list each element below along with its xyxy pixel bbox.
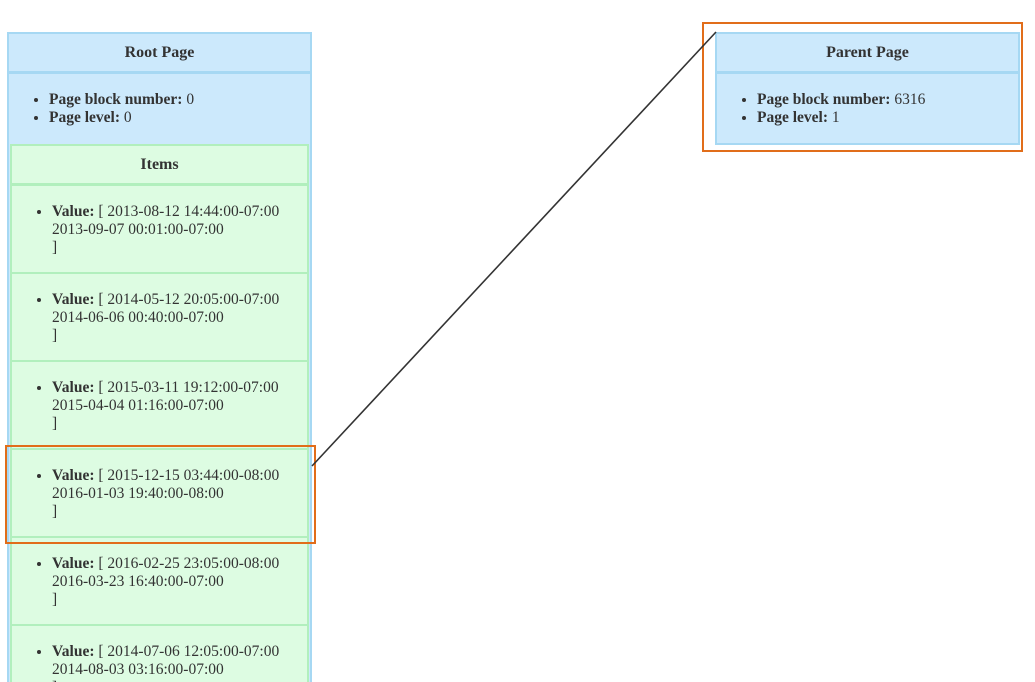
value-line-2: 2016-03-23 16:40:00-07:00 — [52, 573, 224, 590]
value-label: Value: — [52, 467, 95, 484]
value-line-3: ] — [52, 239, 58, 256]
item-0[interactable]: Value: [ 2013-08-12 14:44:00-07:002013-0… — [12, 186, 307, 274]
value-line-2: 2013-09-07 00:01:00-07:00 — [52, 221, 224, 238]
item-value: Value: [ 2015-03-11 19:12:00-07:002015-0… — [52, 379, 307, 433]
value-line-2: 2014-08-03 03:16:00-07:00 — [52, 661, 224, 678]
value-label: Value: — [52, 555, 95, 572]
items-header: Items — [12, 146, 307, 186]
level-label: Page level: — [49, 109, 121, 126]
value-line-2: 2015-04-04 01:16:00-07:00 — [52, 397, 224, 414]
item-value: Value: [ 2015-12-15 03:44:00-08:002016-0… — [52, 467, 307, 521]
root-page-level: Page level: 0 — [49, 109, 310, 127]
value-line-1: [ 2013-08-12 14:44:00-07:00 — [98, 203, 280, 220]
value-line-3: ] — [52, 679, 57, 682]
item-value: Value: [ 2013-08-12 14:44:00-07:002013-0… — [52, 203, 307, 257]
item-2[interactable]: Value: [ 2015-03-11 19:12:00-07:002015-0… — [12, 362, 307, 450]
parent-page-block-number: Page block number: 6316 — [757, 91, 1018, 109]
value-line-3: ] — [52, 415, 58, 432]
parent-page-level: Page level: 1 — [757, 109, 1018, 127]
value-line-1: [ 2015-03-11 19:12:00-07:00 — [98, 379, 279, 396]
value-line-1: [ 2014-05-12 20:05:00-07:00 — [98, 291, 280, 308]
item-value: Value: [ 2014-05-12 20:05:00-07:002014-0… — [52, 291, 307, 345]
level-label: Page level: — [757, 109, 829, 126]
value-line-2: 2016-01-03 19:40:00-08:00 — [52, 485, 224, 502]
block-number-value: 6316 — [894, 91, 926, 108]
item-1[interactable]: Value: [ 2014-05-12 20:05:00-07:002014-0… — [12, 274, 307, 362]
root-page-title: Root Page — [9, 34, 310, 74]
value-label: Value: — [52, 291, 95, 308]
block-number-label: Page block number: — [49, 91, 183, 108]
value-line-1: [ 2016-02-25 23:05:00-08:00 — [98, 555, 280, 572]
item-5[interactable]: Value: [ 2014-07-06 12:05:00-07:002014-0… — [12, 626, 307, 682]
item-value: Value: [ 2016-02-25 23:05:00-08:002016-0… — [52, 555, 307, 609]
parent-page-title: Parent Page — [717, 34, 1018, 74]
root-page-block-number: Page block number: 0 — [49, 91, 310, 109]
value-line-3: ] — [52, 591, 58, 608]
level-value: 0 — [123, 109, 132, 126]
block-number-label: Page block number: — [757, 91, 891, 108]
value-label: Value: — [52, 643, 95, 660]
connector-line-path — [311, 31, 717, 467]
value-line-1: [ 2014-07-06 12:05:00-07:00 — [98, 643, 280, 660]
value-line-3: ] — [52, 327, 58, 344]
item-4[interactable]: Value: [ 2016-02-25 23:05:00-08:002016-0… — [12, 538, 307, 626]
value-label: Value: — [52, 379, 95, 396]
root-page-info: Page block number: 0 Page level: 0 — [9, 74, 310, 144]
level-value: 1 — [831, 109, 840, 126]
value-line-3: ] — [52, 503, 58, 520]
value-label: Value: — [52, 203, 95, 220]
parent-page-panel[interactable]: Parent Page Page block number: 6316 Page… — [715, 32, 1020, 145]
item-3[interactable]: Value: [ 2015-12-15 03:44:00-08:002016-0… — [12, 450, 307, 538]
root-page-panel: Root Page Page block number: 0 Page leve… — [7, 32, 312, 682]
parent-page-info: Page block number: 6316 Page level: 1 — [717, 74, 1018, 127]
value-line-2: 2014-06-06 00:40:00-07:00 — [52, 309, 224, 326]
item-value: Value: [ 2014-07-06 12:05:00-07:002014-0… — [52, 643, 307, 682]
block-number-value: 0 — [186, 91, 195, 108]
value-line-1: [ 2015-12-15 03:44:00-08:00 — [98, 467, 280, 484]
items-section: Items Value: [ 2013-08-12 14:44:00-07:00… — [10, 144, 309, 682]
